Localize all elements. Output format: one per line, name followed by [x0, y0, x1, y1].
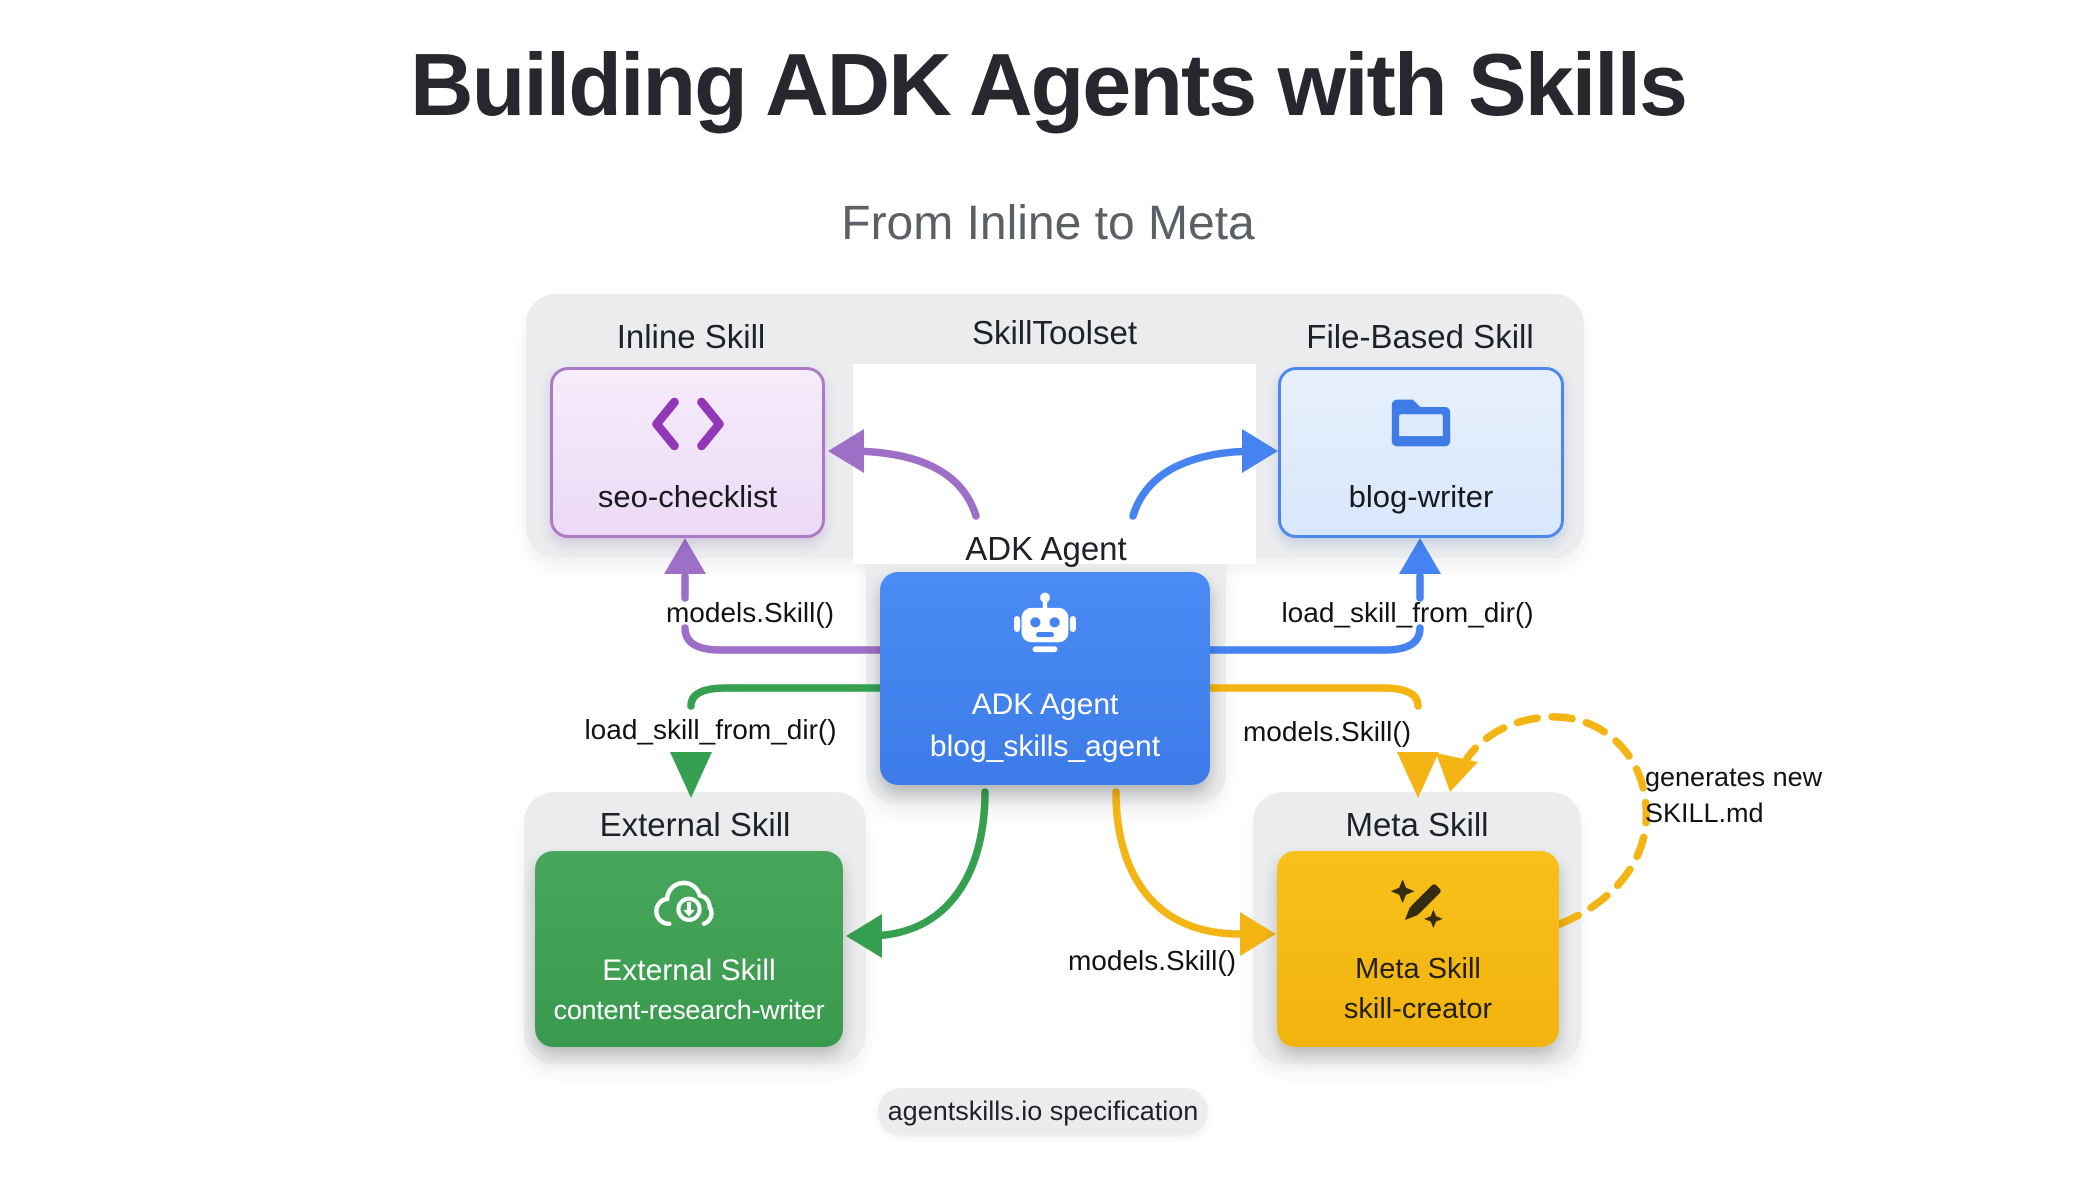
arrowhead-blue-right [1242, 429, 1278, 473]
folder-icon [1391, 399, 1451, 447]
arrowhead-green-left [846, 914, 882, 958]
adk-agent-text: ADK Agent blog_skills_agent [930, 684, 1160, 767]
meta-skill-name: skill-creator [1343, 992, 1493, 1025]
meta-skill-header: Meta Skill [1345, 806, 1489, 843]
external-skill-title: External Skill [602, 954, 776, 988]
edge-yellow-curve [1112, 788, 1244, 938]
code-icon [651, 397, 724, 451]
edge-purple-elbow [681, 624, 886, 654]
loop-note-line2: SKILL.md [1645, 797, 1764, 828]
edge-blue-curve [1129, 447, 1262, 520]
robot-icon [1014, 592, 1076, 653]
page-title: Building ADK Agents with Skills [410, 35, 1688, 134]
edge-label-models-skill-left: models.Skill() [665, 597, 835, 628]
arrowhead-blue-up [1399, 538, 1441, 574]
file-based-skill-name: blog-writer [1348, 479, 1494, 514]
meta-skill-card: Meta Skill skill-creator [1277, 851, 1559, 1047]
arrowhead-green-down [670, 752, 712, 798]
spec-pill-label: agentskills.io specification [887, 1096, 1199, 1126]
arrowhead-yellow-right [1240, 912, 1276, 956]
external-skill-card: External Skill content-research-writer [535, 851, 843, 1047]
adk-agent-card: ADK Agent blog_skills_agent [880, 572, 1210, 785]
cloud-download-icon [654, 880, 714, 927]
adk-agent-title: ADK Agent [971, 688, 1119, 722]
skilltoolset-header: SkillToolset [971, 314, 1138, 351]
edge-purple-curve [844, 447, 980, 520]
arrowhead-loop-down [1436, 753, 1478, 792]
arrowhead-purple-left [828, 429, 864, 473]
adk-agent-name: blog_skills_agent [929, 729, 1161, 763]
edge-green-elbow [687, 684, 886, 710]
inline-skill-name: seo-checklist [597, 479, 778, 514]
arrowhead-purple-up [664, 538, 706, 574]
edge-yellow-elbow [1207, 684, 1422, 710]
spec-pill: agentskills.io specification [878, 1088, 1208, 1135]
meta-skill-text: Meta Skill skill-creator [1344, 949, 1492, 1029]
external-skill-text: External Skill content-research-writer [554, 950, 825, 1029]
inline-skill-header: Inline Skill [616, 318, 766, 355]
edge-label-models-skill-bottom: models.Skill() [1067, 945, 1237, 976]
page-subtitle: From Inline to Meta [841, 197, 1255, 250]
meta-skill-title: Meta Skill [1355, 952, 1481, 985]
inline-skill-card: seo-checklist [550, 367, 825, 538]
edge-label-models-skill-right: models.Skill() [1242, 716, 1412, 747]
edge-green-curve [864, 788, 989, 940]
magic-wand-icon [1390, 879, 1443, 929]
edge-blue-elbow [1207, 624, 1424, 654]
file-based-skill-header: File-Based Skill [1306, 318, 1534, 355]
adk-agent-header: ADK Agent [965, 530, 1127, 567]
edge-loop-dashed [1455, 713, 1651, 928]
loop-note-line1: generates new [1645, 762, 1823, 792]
external-skill-name: content-research-writer [553, 994, 825, 1025]
edge-label-load-skill-left: load_skill_from_dir() [584, 714, 837, 745]
loop-note: generates new SKILL.md [1645, 760, 1935, 831]
arrowhead-yellow-down [1397, 752, 1439, 798]
edge-label-load-skill-right: load_skill_from_dir() [1281, 597, 1534, 628]
external-skill-header: External Skill [599, 806, 791, 843]
file-based-skill-card: blog-writer [1278, 367, 1564, 538]
